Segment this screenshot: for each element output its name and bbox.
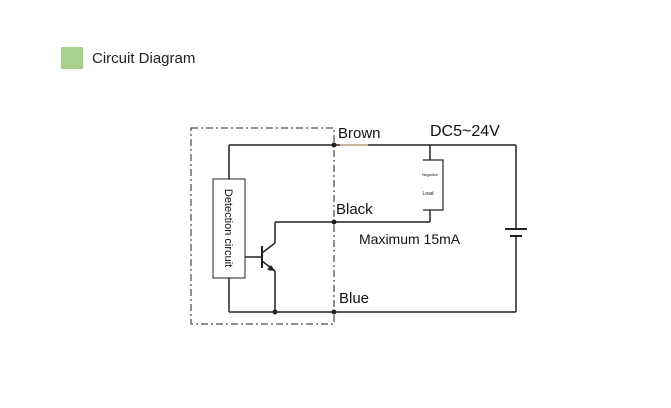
detection-circuit-label: Detection circuit <box>222 189 234 267</box>
sensor-enclosure <box>190 127 335 325</box>
transistor-collector <box>261 242 276 254</box>
max-current-label: Maximum 15mA <box>359 231 461 247</box>
section-marker <box>61 47 83 69</box>
emitter-arrow <box>267 265 275 271</box>
black-label: Black <box>336 201 373 218</box>
supply-voltage-label: DC5~24V <box>430 123 500 140</box>
section-title: Circuit Diagram <box>92 49 196 67</box>
junction-emitter <box>272 309 278 315</box>
load-label-negative: Negative <box>422 172 439 177</box>
junction-black <box>331 219 337 225</box>
load-symbol <box>423 159 444 211</box>
section-header: Circuit Diagram <box>61 46 195 70</box>
junction-brown <box>331 142 337 148</box>
junction-blue <box>331 309 337 315</box>
load-label: Load <box>422 191 433 197</box>
brown-label: Brown <box>338 125 381 142</box>
detection-circuit-block <box>212 178 246 279</box>
blue-label: Blue <box>339 290 369 307</box>
